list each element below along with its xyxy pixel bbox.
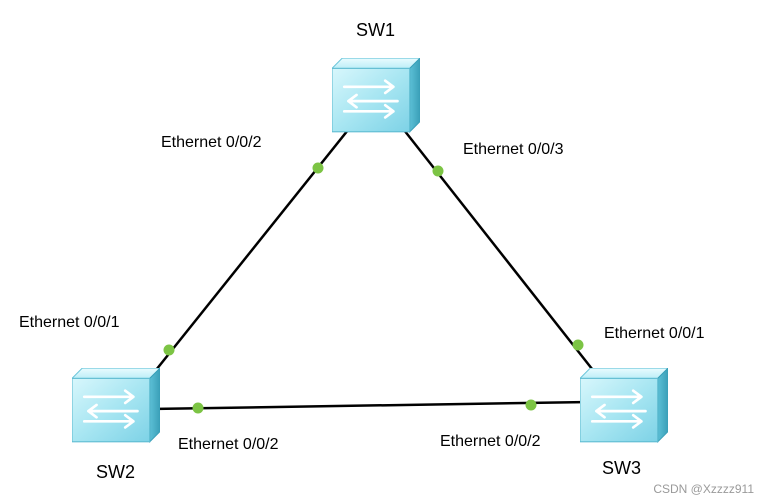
port-dot-sw2-e001 xyxy=(163,344,175,356)
port-dot-sw1-e002 xyxy=(312,162,324,174)
device-name-sw2: SW2 xyxy=(96,462,136,482)
port-dot-sw3-e001 xyxy=(572,339,584,351)
port-dot-sw2-e002 xyxy=(192,402,204,414)
link-sw1-sw2 xyxy=(147,124,353,381)
switch-icon-sw1[interactable] xyxy=(332,58,420,134)
watermark: CSDN @Xzzzz911 xyxy=(653,482,754,496)
device-name-sw3: SW3 xyxy=(602,458,642,478)
port-label-sw1-e003: Ethernet 0/0/3 xyxy=(463,141,564,158)
link-sw2-sw3 xyxy=(149,400,591,411)
switch-icon-sw2[interactable] xyxy=(72,368,160,444)
port-label-sw2-e002: Ethernet 0/0/2 xyxy=(178,436,279,453)
switch-icon-sw3[interactable] xyxy=(580,368,668,444)
port-label-sw1-e002: Ethernet 0/0/2 xyxy=(161,134,262,151)
port-label-sw3-e001: Ethernet 0/0/1 xyxy=(604,325,705,342)
port-dot-sw1-e003 xyxy=(432,165,444,177)
port-label-sw3-e002: Ethernet 0/0/2 xyxy=(440,433,541,450)
port-dot-sw3-e002 xyxy=(525,399,537,411)
port-label-sw2-e001: Ethernet 0/0/1 xyxy=(19,314,120,331)
link-sw1-sw3 xyxy=(403,129,597,375)
device-name-sw1: SW1 xyxy=(356,20,396,40)
